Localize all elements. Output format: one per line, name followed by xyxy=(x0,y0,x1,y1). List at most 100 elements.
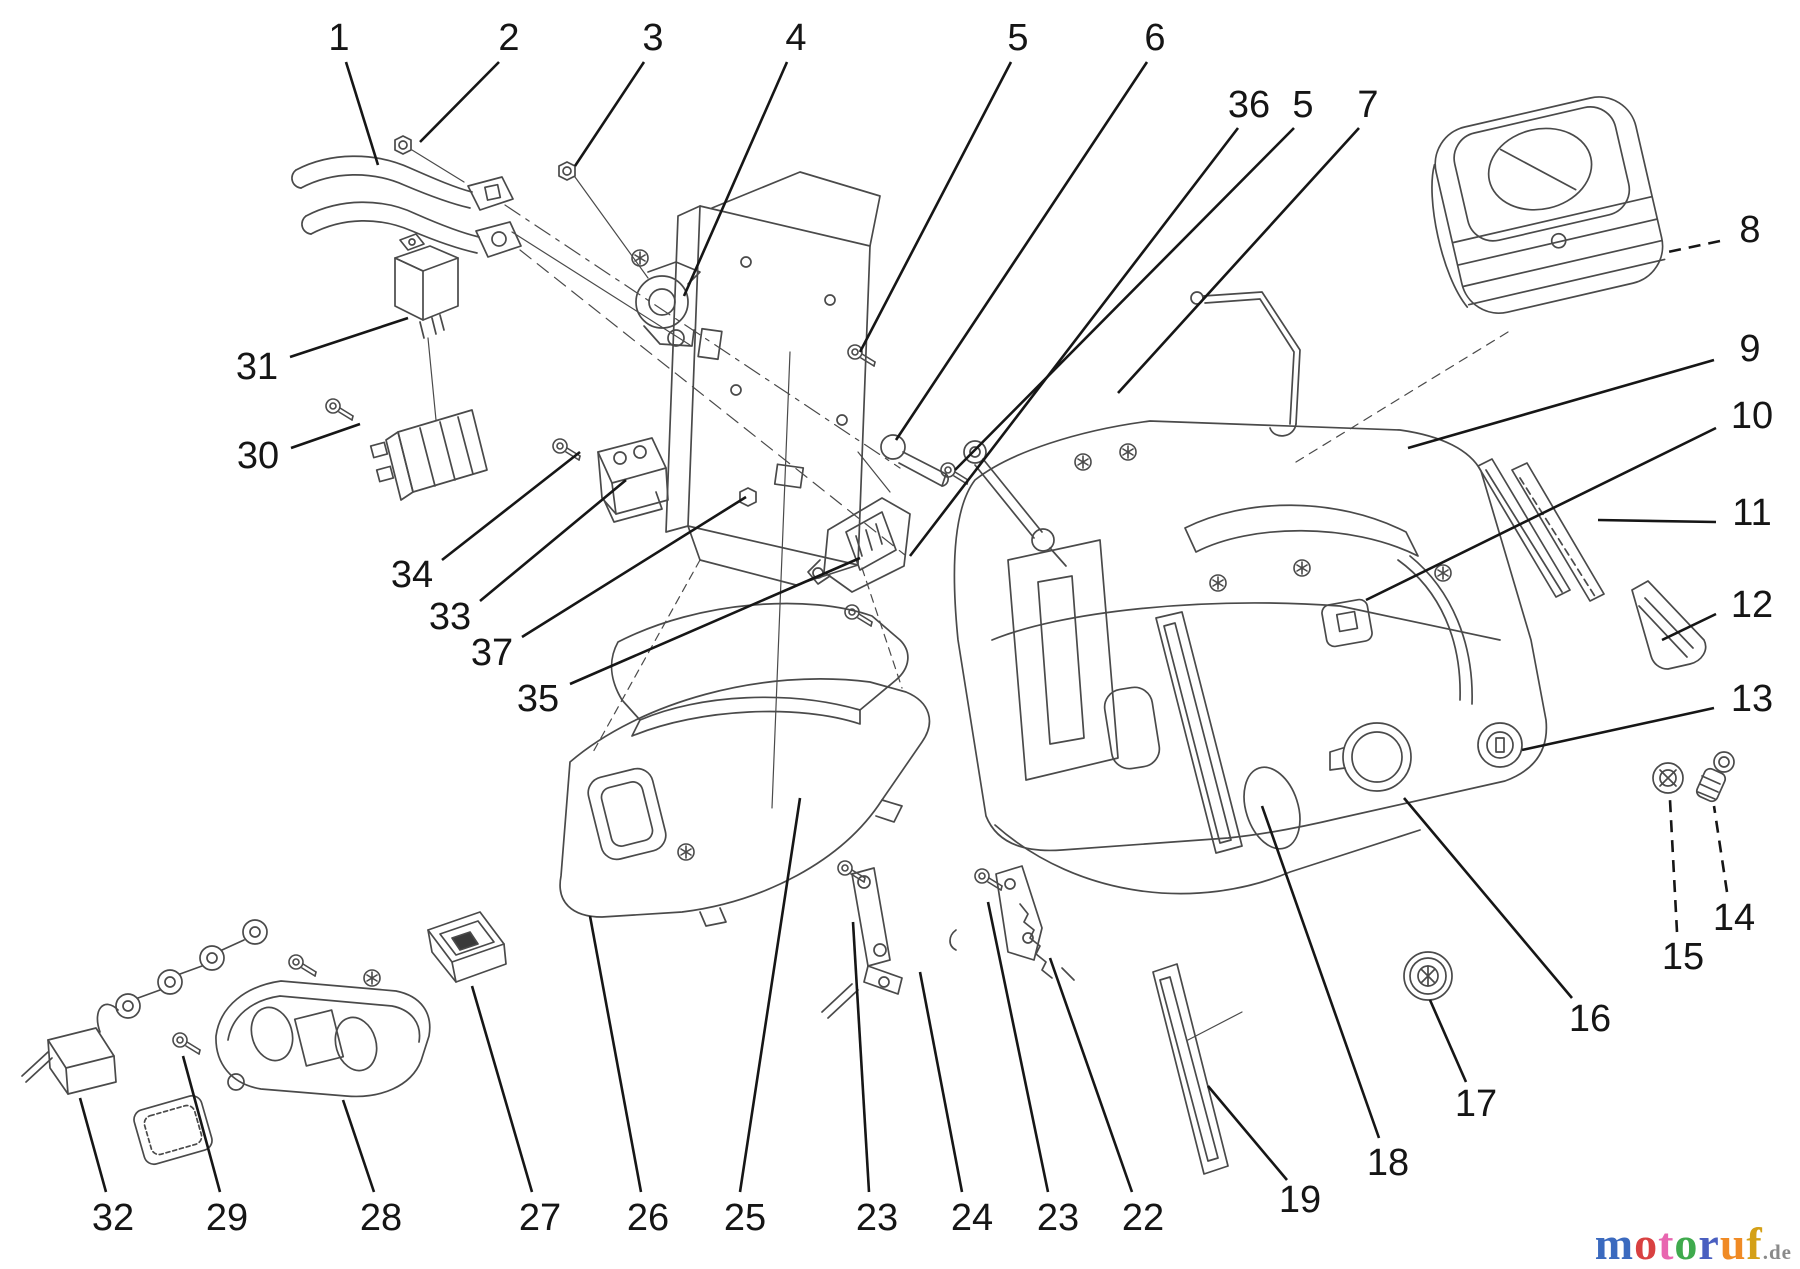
logo-letter: u xyxy=(1719,1218,1747,1269)
callout-label-23: 23 xyxy=(856,1197,898,1239)
callout-label-27: 27 xyxy=(519,1197,561,1239)
leader-line-3 xyxy=(573,61,646,167)
ignition-switch-drawing xyxy=(1477,722,1523,768)
callout-label-31: 31 xyxy=(236,346,278,388)
lens-strip-drawing xyxy=(1155,611,1243,854)
leader-line-17 xyxy=(1428,999,1468,1083)
rod-end-drawing xyxy=(880,434,949,487)
motoruf-logo[interactable]: motoruf.de xyxy=(1595,1221,1792,1267)
trim-strips-drawing xyxy=(1477,458,1707,670)
lever-link-drawing xyxy=(821,860,903,1019)
callout-label-5: 5 xyxy=(1007,17,1028,59)
mounting-plate-drawing xyxy=(665,171,881,586)
console-housing-drawing xyxy=(953,420,1548,895)
leader-line-13 xyxy=(1521,706,1715,752)
leader-line-6 xyxy=(894,61,1149,441)
wire-harness-drawing xyxy=(21,919,268,1095)
leader-line-4 xyxy=(682,61,789,297)
logo-letter: o xyxy=(1634,1218,1659,1269)
leader-line-28 xyxy=(341,1099,376,1193)
leader-line-1 xyxy=(344,61,380,166)
callout-label-14: 14 xyxy=(1713,897,1755,939)
logo-letter: r xyxy=(1698,1218,1720,1269)
leader-line-8 xyxy=(1667,239,1721,254)
lamp-housing-drawing xyxy=(215,954,431,1098)
callout-label-16: 16 xyxy=(1569,998,1611,1040)
leader-line-18 xyxy=(1260,805,1381,1139)
hex-nut-2-drawing xyxy=(394,135,465,183)
ignition-key-drawing xyxy=(1695,751,1735,803)
callout-label-32: 32 xyxy=(92,1197,134,1239)
leader-line-7 xyxy=(1117,127,1360,394)
leader-line-26 xyxy=(588,915,643,1193)
leader-line-36 xyxy=(908,127,1240,557)
callout-label-18: 18 xyxy=(1367,1142,1409,1184)
spring-bracket-drawing xyxy=(949,865,1075,981)
callout-label-2: 2 xyxy=(498,17,519,59)
leader-line-16 xyxy=(1403,797,1573,999)
callout-label-34: 34 xyxy=(391,554,433,596)
logo-letter: f xyxy=(1746,1218,1763,1269)
callout-label-6: 6 xyxy=(1144,17,1165,59)
steering-rod-drawing xyxy=(504,204,901,493)
callout-label-35: 35 xyxy=(517,678,559,720)
logo-letter: o xyxy=(1674,1218,1699,1269)
rocker-switch-drawing xyxy=(427,911,507,983)
leader-line-32 xyxy=(78,1097,108,1193)
callout-label-15: 15 xyxy=(1662,936,1704,978)
callout-label-37: 37 xyxy=(471,632,513,674)
square-bezel-drawing xyxy=(1321,598,1373,648)
callout-label-12: 12 xyxy=(1731,584,1773,626)
knob-drawing xyxy=(1652,762,1684,794)
callout-label-22: 22 xyxy=(1122,1197,1164,1239)
callout-label-5: 5 xyxy=(1292,84,1313,126)
callout-label-10: 10 xyxy=(1731,395,1773,437)
leader-line-35 xyxy=(569,556,861,686)
leader-line-19 xyxy=(1207,1085,1288,1181)
callout-label-30: 30 xyxy=(237,435,279,477)
wire-link-drawing xyxy=(1190,291,1301,437)
leader-line-24 xyxy=(918,971,964,1193)
leader-line-27 xyxy=(470,985,534,1193)
round-knob-drawing xyxy=(1329,722,1412,792)
callout-label-25: 25 xyxy=(724,1197,766,1239)
callout-label-24: 24 xyxy=(951,1197,993,1239)
rubber-strip-drawing xyxy=(1152,963,1243,1175)
cap-drawing xyxy=(1403,951,1453,1001)
switch-module-drawing xyxy=(807,497,911,627)
leader-line-9 xyxy=(1407,358,1715,450)
leader-line-30 xyxy=(290,422,361,450)
leader-line-23 xyxy=(851,921,871,1193)
leader-line-5 xyxy=(858,61,1013,353)
leader-line-14 xyxy=(1712,805,1729,893)
leader-line-11 xyxy=(1597,518,1717,524)
leader-line-31 xyxy=(289,316,409,359)
fuse-block-drawing xyxy=(325,398,488,501)
callout-label-3: 3 xyxy=(642,17,663,59)
interlock-module-drawing xyxy=(552,437,669,523)
callout-label-11: 11 xyxy=(1732,492,1771,534)
callout-label-1: 1 xyxy=(328,17,349,59)
carriage-bolt-drawing xyxy=(847,344,1067,567)
callout-label-29: 29 xyxy=(206,1197,248,1239)
leader-line-2 xyxy=(419,61,500,143)
callout-label-23: 23 xyxy=(1037,1197,1079,1239)
alignment-lines xyxy=(519,249,906,809)
callout-label-19: 19 xyxy=(1279,1179,1321,1221)
leader-line-34 xyxy=(441,450,581,562)
logo-letter: t xyxy=(1658,1218,1675,1269)
gasket-drawing xyxy=(133,1032,213,1166)
callout-label-4: 4 xyxy=(785,17,806,59)
lower-console-drawing xyxy=(559,602,931,927)
relay-drawing xyxy=(394,233,459,421)
leader-line-10 xyxy=(1365,426,1717,602)
callout-label-26: 26 xyxy=(627,1197,669,1239)
callout-label-36: 36 xyxy=(1228,84,1270,126)
callout-label-7: 7 xyxy=(1357,84,1378,126)
leader-line-25 xyxy=(738,797,802,1193)
logo-letter: m xyxy=(1594,1218,1635,1269)
leader-line-23 xyxy=(986,901,1050,1193)
